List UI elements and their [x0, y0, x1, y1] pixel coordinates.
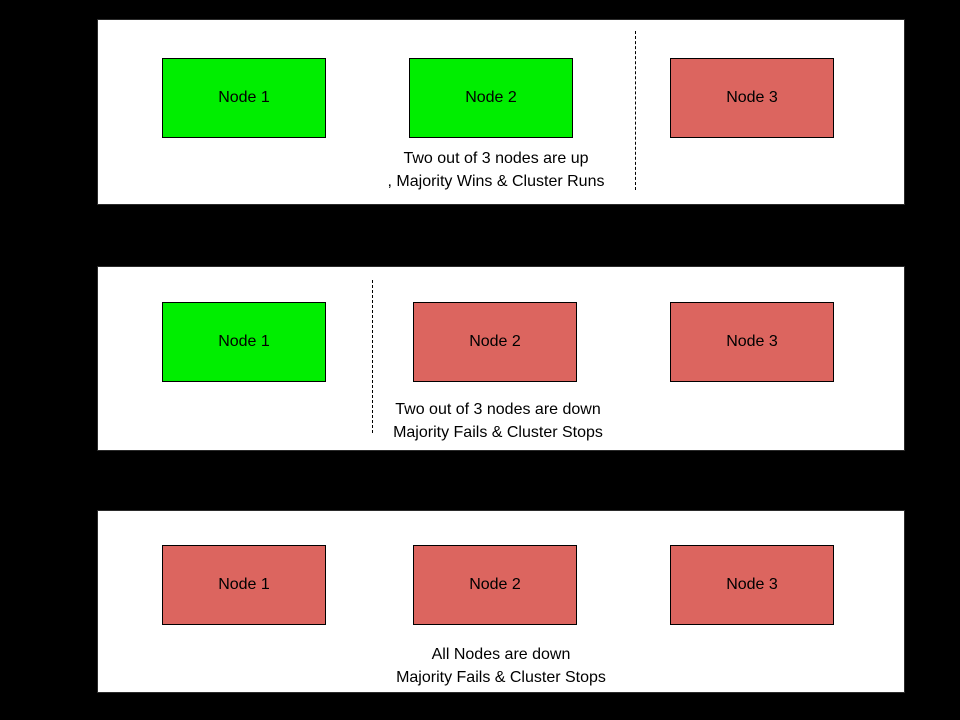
- quorum-partition-dashed-line: [372, 280, 373, 433]
- panel-all-nodes-down: Node 1 Node 2 Node 3 All Nodes are down …: [97, 510, 905, 693]
- node-label: Node 3: [726, 576, 778, 593]
- panel-caption: Two out of 3 nodes are up , Majority Win…: [336, 147, 656, 193]
- caption-line-2: , Majority Wins & Cluster Runs: [387, 173, 605, 190]
- caption-line-2: Majority Fails & Cluster Stops: [396, 669, 606, 686]
- node-label: Node 1: [218, 333, 270, 350]
- node-2-up-box: Node 2: [409, 58, 573, 138]
- node-3-down-box: Node 3: [670, 302, 834, 382]
- caption-line-1: All Nodes are down: [431, 646, 571, 663]
- caption-line-1: Two out of 3 nodes are down: [395, 401, 601, 418]
- node-label: Node 2: [469, 333, 521, 350]
- node-3-down-box: Node 3: [670, 58, 834, 138]
- node-3-down-box: Node 3: [670, 545, 834, 625]
- node-label: Node 2: [469, 576, 521, 593]
- panel-caption: Two out of 3 nodes are down Majority Fai…: [338, 398, 658, 444]
- caption-line-1: Two out of 3 nodes are up: [403, 150, 589, 167]
- node-label: Node 3: [726, 333, 778, 350]
- panel-two-nodes-down: Node 1 Node 2 Node 3 Two out of 3 nodes …: [97, 266, 905, 451]
- panel-caption: All Nodes are down Majority Fails & Clus…: [341, 643, 661, 689]
- node-2-down-box: Node 2: [413, 302, 577, 382]
- node-2-down-box: Node 2: [413, 545, 577, 625]
- caption-line-2: Majority Fails & Cluster Stops: [393, 424, 603, 441]
- quorum-partition-dashed-line: [635, 31, 636, 190]
- node-label: Node 1: [218, 576, 270, 593]
- node-label: Node 1: [218, 89, 270, 106]
- panel-two-nodes-up: Node 1 Node 2 Node 3 Two out of 3 nodes …: [97, 19, 905, 205]
- node-1-down-box: Node 1: [162, 545, 326, 625]
- node-label: Node 3: [726, 89, 778, 106]
- node-1-up-box: Node 1: [162, 302, 326, 382]
- node-1-up-box: Node 1: [162, 58, 326, 138]
- node-label: Node 2: [465, 89, 517, 106]
